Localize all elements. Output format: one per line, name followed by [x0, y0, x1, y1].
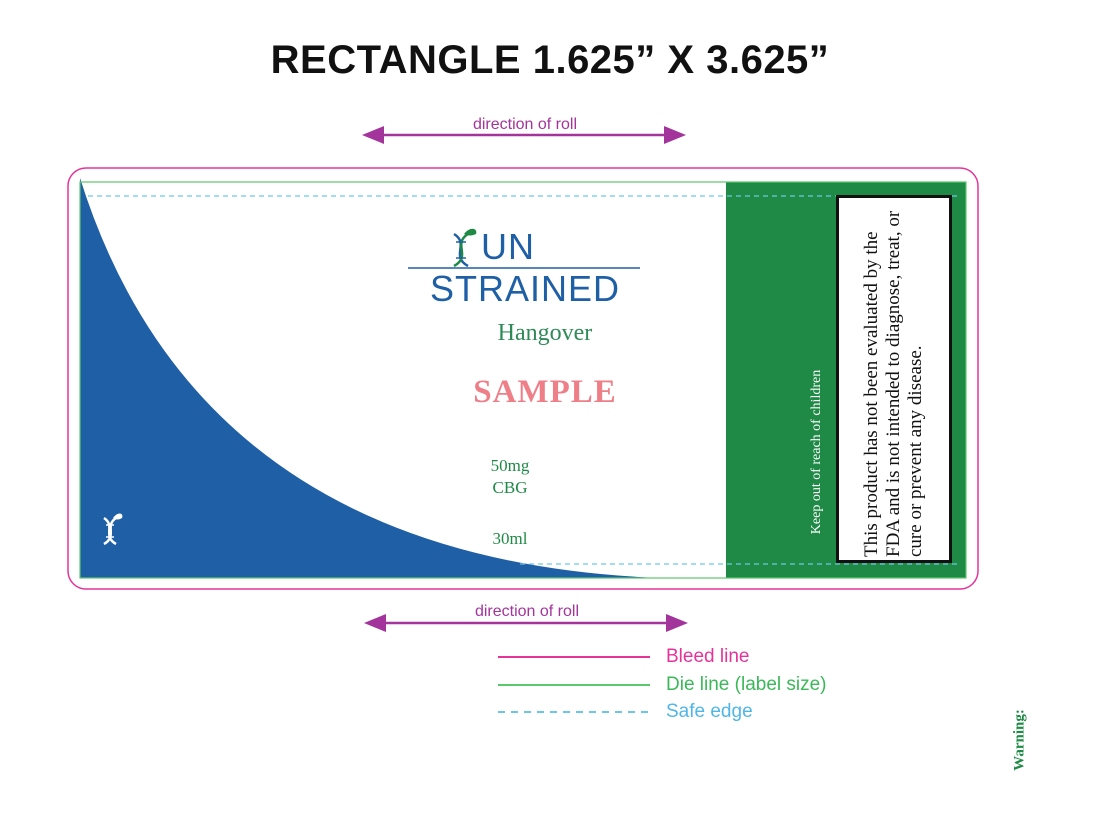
keep-away-text: Keep out of reach of children [809, 369, 824, 535]
roll-label-bottom: direction of roll [474, 603, 580, 620]
dose-compound: CBG [492, 478, 528, 497]
roll-label-top: direction of roll [472, 116, 578, 133]
dna-icon-small [103, 513, 123, 546]
brand-logo: UNSTRAINED [395, 226, 655, 310]
brand-logo-right: STRAINED [429, 268, 621, 309]
warning-label: Warning: [1011, 709, 1028, 771]
legend-bleed-label: Bleed line [666, 646, 750, 667]
dna-leaf-icon [453, 228, 477, 268]
legend-die-label: Die line (label size) [666, 674, 827, 695]
product-name: Hangover [497, 320, 593, 346]
fda-disclaimer-box: This product has not been evaluated by t… [836, 195, 952, 563]
bleed-line [67, 167, 979, 590]
fda-disclaimer-text: This product has not been evaluated by t… [861, 210, 926, 557]
brand-logo-left: UN [481, 226, 535, 267]
blue-curve-shape [80, 178, 660, 578]
page-title: RECTANGLE 1.625” X 3.625” [270, 38, 830, 82]
die-line [79, 181, 967, 579]
dose-amount: 50mg [490, 456, 530, 475]
volume: 30ml [492, 529, 528, 548]
sample-watermark: SAMPLE [473, 374, 617, 410]
legend-safe-label: Safe edge [666, 701, 753, 722]
roll-arrow-bottom [364, 614, 688, 632]
dose-strength: 50mg CBG [430, 455, 590, 499]
roll-arrow-top [362, 126, 686, 144]
